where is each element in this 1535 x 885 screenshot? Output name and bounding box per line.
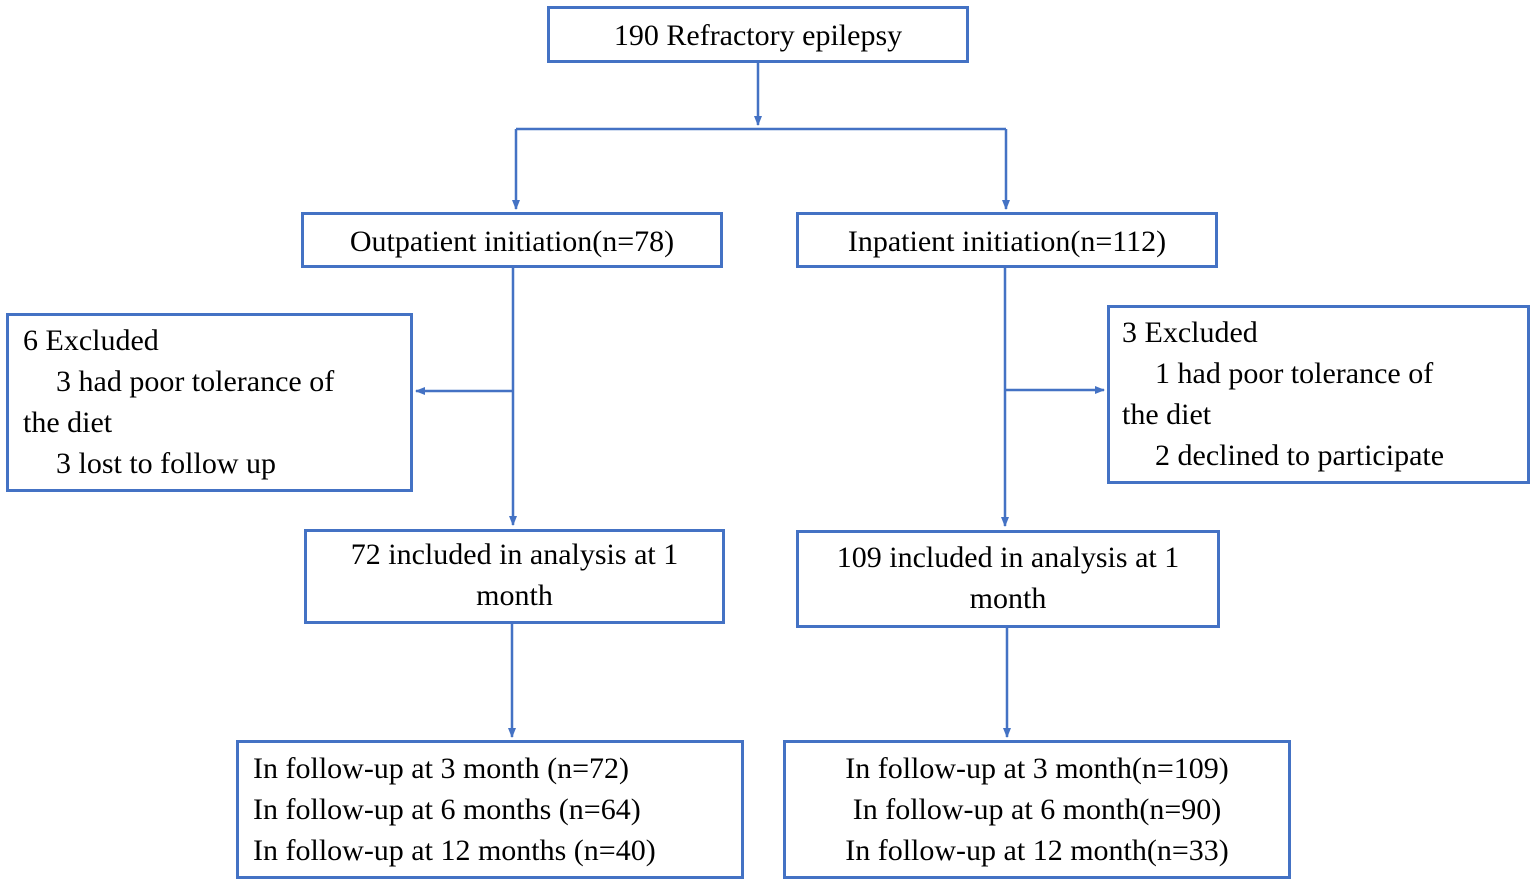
excluded-reason: 3 had poor tolerance of (56, 365, 335, 398)
excluded-title: 6 Excluded (23, 324, 159, 357)
node-excluded-inpatient: 3 Excluded 1 had poor tolerance of the d… (1107, 305, 1530, 484)
node-outpatient: Outpatient initiation(n=78) (301, 212, 723, 268)
node-excluded-outpatient: 6 Excluded 3 had poor tolerance of the d… (6, 313, 413, 492)
excluded-reason: 1 had poor tolerance of (1155, 357, 1434, 390)
analysis-line: 109 included in analysis at 1 (836, 541, 1180, 574)
excluded-reason-continued: the diet (23, 406, 113, 439)
analysis-line: month (969, 582, 1047, 615)
analysis-line: month (476, 579, 553, 612)
followup-line: In follow-up at 6 month(n=90) (852, 793, 1222, 826)
node-inpatient-label: Inpatient initiation(n=112) (847, 225, 1167, 258)
followup-line: In follow-up at 12 month(n=33) (845, 834, 1229, 867)
analysis-line: 72 included in analysis at 1 (350, 538, 679, 571)
followup-line: In follow-up at 3 month (n=72) (253, 752, 630, 785)
excluded-reason: 3 lost to follow up (56, 447, 277, 480)
node-analysis-outpatient: 72 included in analysis at 1 month (304, 529, 725, 624)
node-analysis-inpatient: 109 included in analysis at 1 month (796, 530, 1220, 628)
node-outpatient-label: Outpatient initiation(n=78) (349, 225, 675, 258)
followup-line: In follow-up at 12 months (n=40) (253, 834, 656, 867)
followup-line: In follow-up at 6 months (n=64) (253, 793, 641, 826)
followup-line: In follow-up at 3 month(n=109) (845, 752, 1229, 785)
node-total: 190 Refractory epilepsy (547, 6, 969, 63)
node-inpatient: Inpatient initiation(n=112) (796, 212, 1218, 268)
excluded-title: 3 Excluded (1122, 316, 1258, 349)
excluded-reason: 2 declined to participate (1155, 439, 1445, 472)
excluded-reason-continued: the diet (1122, 398, 1212, 431)
node-followup-inpatient: In follow-up at 3 month(n=109) In follow… (783, 740, 1291, 879)
node-total-label: 190 Refractory epilepsy (613, 19, 903, 52)
node-followup-outpatient: In follow-up at 3 month (n=72) In follow… (236, 740, 744, 879)
